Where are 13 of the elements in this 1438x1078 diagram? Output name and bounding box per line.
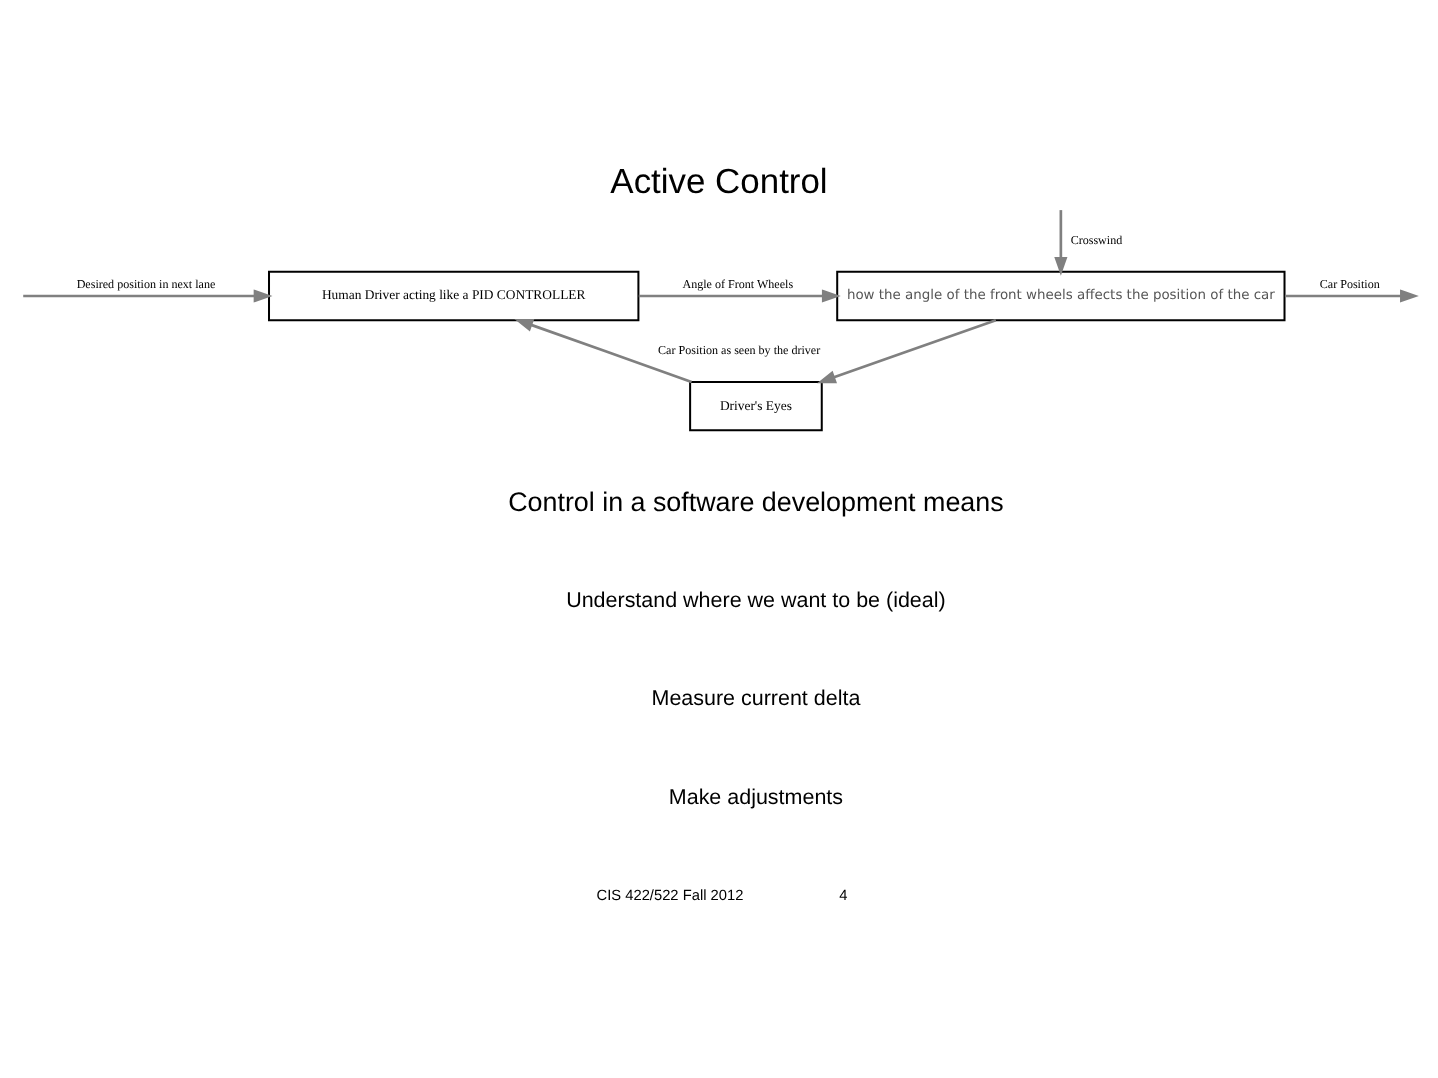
arrow bbox=[1284, 288, 1419, 302]
arrow bbox=[817, 318, 997, 383]
label: Control in a software development means bbox=[508, 485, 1004, 516]
arrow bbox=[638, 288, 841, 302]
arrow bbox=[23, 288, 273, 302]
label: Measure current delta bbox=[651, 686, 861, 711]
diagram-title: Active Control bbox=[610, 159, 828, 200]
label: 4 bbox=[839, 885, 848, 904]
label: Understand where we want to be (ideal) bbox=[566, 588, 946, 613]
label: CIS 422/522 Fall 2012 bbox=[596, 885, 744, 904]
arrow bbox=[514, 317, 693, 383]
label: Make adjustments bbox=[668, 784, 844, 809]
arrow bbox=[1054, 209, 1068, 275]
